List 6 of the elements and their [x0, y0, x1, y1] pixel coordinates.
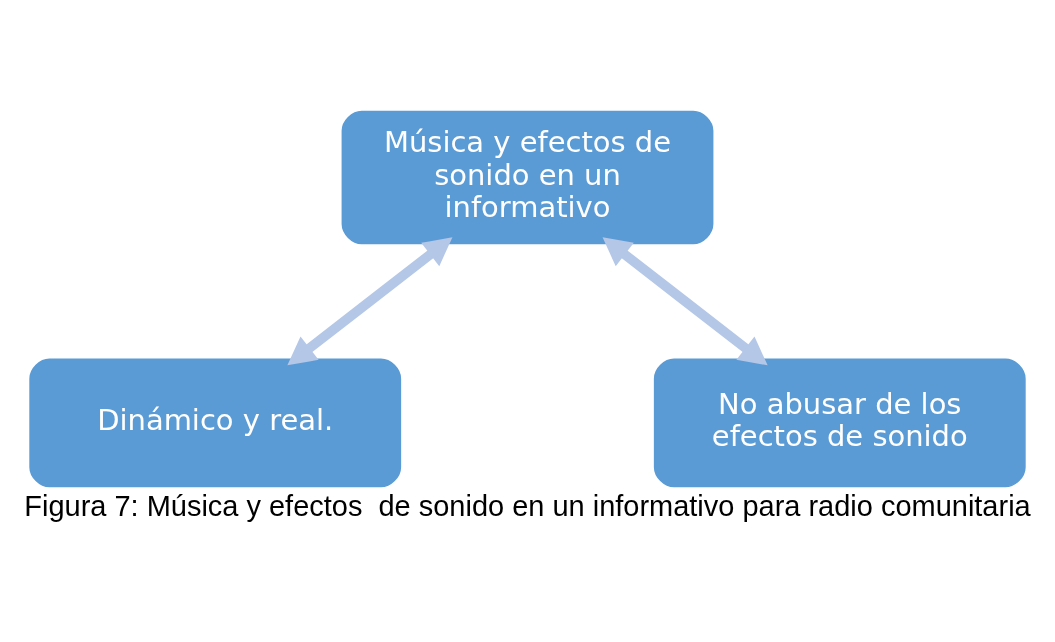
- caption: Figura 7: Música y efectos de sonido en un informativo para radio comunitaria: [24, 489, 1031, 522]
- node-box: No abusar de los efectos de sonido: [653, 358, 1026, 487]
- arrow: [287, 236, 453, 365]
- node-box: Dinámico y real.: [29, 358, 402, 487]
- node-box: Música y efectos de sonido en un informativo: [341, 110, 714, 244]
- arrow: [602, 236, 768, 365]
